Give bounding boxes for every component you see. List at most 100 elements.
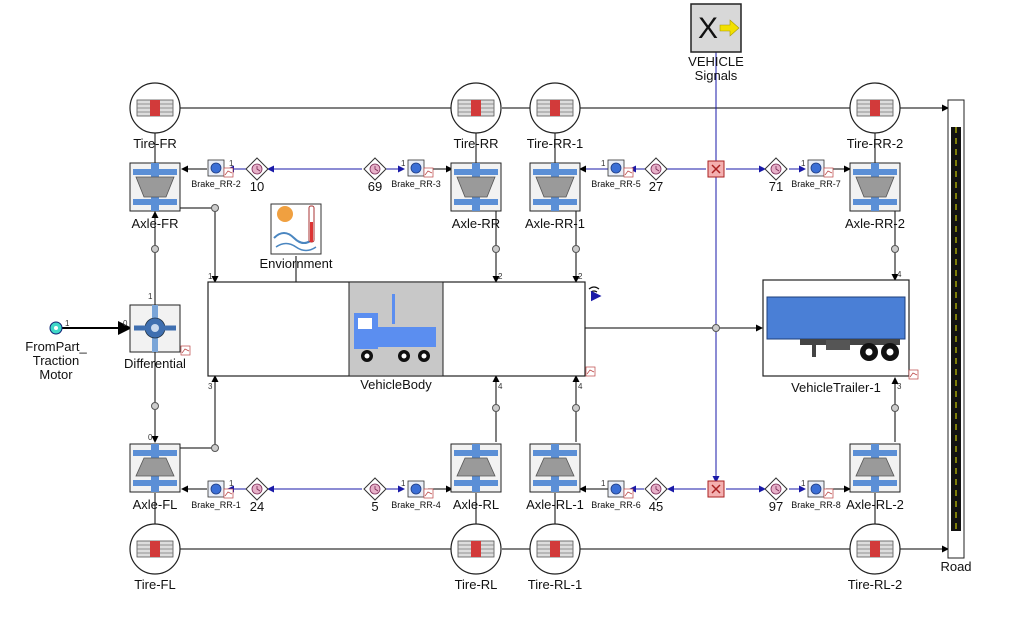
port-numbers: 1 1 1 1 1 1 1 1 1 3 2 2 4 4 4 3 1 0 0 1 — [65, 159, 902, 488]
svg-text:1: 1 — [65, 319, 70, 328]
svg-text:1: 1 — [601, 159, 606, 168]
signals-label-2: Signals — [695, 68, 738, 83]
axle-fr-label: Axle-FR — [132, 216, 179, 231]
signal-45[interactable]: 45 — [644, 477, 668, 514]
svg-text:1: 1 — [401, 479, 406, 488]
plot-icon — [585, 366, 596, 377]
svg-text:1: 1 — [229, 479, 234, 488]
wind-icon — [273, 232, 315, 244]
axle-rl-1-label: Axle-RL-1 — [526, 497, 584, 512]
motor-label-3: Motor — [39, 367, 73, 382]
brake-rr-6-label: Brake_RR-6 — [591, 500, 641, 510]
brake-rr-7-label: Brake_RR-7 — [791, 179, 841, 189]
tire-fl[interactable]: Tire-FL — [129, 523, 181, 592]
environment-label: Enviornment — [260, 256, 333, 271]
tire-rl-1-label: Tire-RL-1 — [528, 577, 582, 592]
axle-rl-label: Axle-RL — [453, 497, 499, 512]
tire-rr-1-label: Tire-RR-1 — [527, 136, 584, 151]
signals-label-1: VEHICLE — [688, 54, 744, 69]
brake-rr-8[interactable]: Brake_RR-8 — [791, 480, 841, 510]
tire-fr[interactable]: Tire-FR — [129, 82, 181, 151]
tire-rr-2[interactable]: Tire-RR-2 — [847, 82, 904, 151]
signal-71[interactable]: 71 — [764, 157, 788, 194]
brake-rr-5-label: Brake_RR-5 — [591, 179, 641, 189]
brake-rr-8-label: Brake_RR-8 — [791, 500, 841, 510]
tire-rr-2-label: Tire-RR-2 — [847, 136, 904, 151]
plot-icon — [180, 345, 191, 356]
svg-text:4: 4 — [897, 270, 902, 279]
tire-rr[interactable]: Tire-RR — [450, 82, 502, 151]
signal-24[interactable]: 24 — [245, 477, 269, 514]
signal-45-label: 45 — [649, 499, 663, 514]
tire-rl-2[interactable]: Tire-RL-2 — [848, 523, 902, 592]
signal-69[interactable]: 69 — [363, 157, 387, 194]
svg-text:2: 2 — [498, 272, 503, 281]
axle-rl-2-label: Axle-RL-2 — [846, 497, 904, 512]
axle-rr-label: Axle-RR — [452, 216, 500, 231]
svg-text:3: 3 — [897, 382, 902, 391]
sun-icon — [277, 206, 293, 222]
svg-text:1: 1 — [801, 479, 806, 488]
axle-rr-1[interactable]: Axle-RR-1 — [525, 162, 585, 231]
vehicle-body-label: VehicleBody — [360, 377, 432, 392]
brake-rr-4-label: Brake_RR-4 — [391, 500, 441, 510]
signal-27-label: 27 — [649, 179, 663, 194]
brake-rr-4[interactable]: Brake_RR-4 — [391, 480, 441, 510]
tire-rl-2-label: Tire-RL-2 — [848, 577, 902, 592]
svg-text:0: 0 — [123, 319, 128, 328]
svg-text:0: 0 — [148, 433, 153, 442]
motor-label-1: FromPart_ — [25, 339, 87, 354]
svg-text:3: 3 — [208, 382, 213, 391]
svg-text:1: 1 — [229, 159, 234, 168]
road-block[interactable]: Road — [940, 99, 972, 574]
differential-block[interactable]: Differential — [124, 304, 191, 371]
signal-10-label: 10 — [250, 179, 264, 194]
signal-junction-upper[interactable] — [707, 160, 725, 178]
axle-rr-2[interactable]: Axle-RR-2 — [845, 162, 905, 231]
svg-text:1: 1 — [148, 292, 153, 301]
truck-icon — [354, 294, 436, 362]
tire-rr-1[interactable]: Tire-RR-1 — [527, 82, 584, 151]
differential-label: Differential — [124, 356, 186, 371]
tire-rr-label: Tire-RR — [453, 136, 498, 151]
motor-label-2: Traction — [33, 353, 79, 368]
brake-rr-1[interactable]: Brake_RR-1 — [191, 480, 241, 510]
trailer-label: VehicleTrailer-1 — [791, 380, 881, 395]
brake-rr-3-label: Brake_RR-3 — [391, 179, 441, 189]
signal-27[interactable]: 27 — [644, 157, 668, 194]
axle-rl[interactable]: Axle-RL — [450, 443, 502, 512]
axle-rl-1[interactable]: Axle-RL-1 — [526, 443, 584, 512]
brake-rr-3[interactable]: Brake_RR-3 — [391, 159, 441, 189]
vehicle-signals-block[interactable]: X VEHICLE Signals — [688, 3, 744, 83]
plot-icon — [908, 369, 919, 380]
brake-rr-1-label: Brake_RR-1 — [191, 500, 241, 510]
brake-rr-6[interactable]: Brake_RR-6 — [591, 480, 641, 510]
axle-fl[interactable]: Axle-FL — [129, 443, 181, 512]
svg-text:1: 1 — [208, 272, 213, 281]
brake-rr-2-label: Brake_RR-2 — [191, 179, 241, 189]
signal-10[interactable]: 10 — [245, 157, 269, 194]
brake-rr-5[interactable]: Brake_RR-5 — [591, 159, 641, 189]
wifi-icon — [588, 286, 602, 302]
wiring — [62, 52, 949, 553]
signal-71-label: 71 — [769, 179, 783, 194]
axle-rr[interactable]: Axle-RR — [450, 162, 502, 231]
environment-block[interactable]: Enviornment — [260, 203, 333, 271]
axle-fr[interactable]: Axle-FR — [129, 162, 181, 231]
signal-junction-lower[interactable] — [707, 480, 725, 498]
signal-97[interactable]: 97 — [764, 477, 788, 514]
vehicle-trailer-block[interactable]: VehicleTrailer-1 — [762, 279, 919, 395]
tire-rl[interactable]: Tire-RL — [450, 523, 502, 592]
traction-motor-port[interactable]: FromPart_ Traction Motor — [25, 321, 87, 382]
brake-rr-2[interactable]: Brake_RR-2 — [191, 159, 241, 189]
trailer-icon — [766, 296, 906, 361]
svg-text:4: 4 — [578, 382, 583, 391]
brake-rr-7[interactable]: Brake_RR-7 — [791, 159, 841, 189]
signal-5[interactable]: 5 — [363, 477, 387, 514]
tire-rl-1[interactable]: Tire-RL-1 — [528, 523, 582, 592]
svg-text:1: 1 — [401, 159, 406, 168]
vehicle-body-block[interactable]: VehicleBody — [207, 281, 602, 392]
signal-97-label: 97 — [769, 499, 783, 514]
axle-rl-2[interactable]: Axle-RL-2 — [846, 443, 904, 512]
